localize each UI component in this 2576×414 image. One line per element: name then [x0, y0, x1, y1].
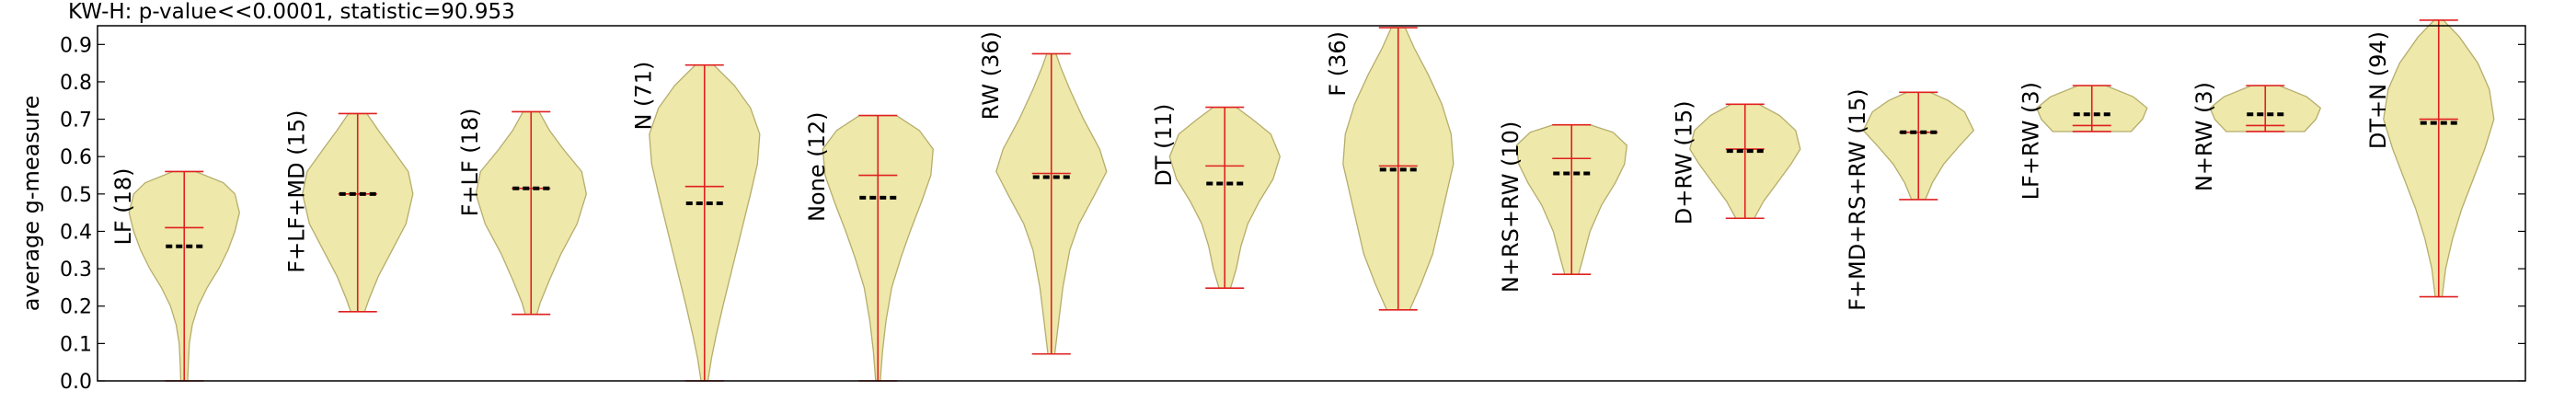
group-label: N+RW (3) — [2191, 82, 2217, 191]
y-tick-label: 0.6 — [60, 146, 92, 169]
y-tick-label: 0.5 — [60, 184, 92, 207]
y-tick-label: 0.1 — [60, 333, 92, 356]
y-axis: 0.0 0.1 0.2 0.3 0.4 0.5 0.6 0.7 0.8 0.9 — [60, 34, 2525, 394]
violin-group-container — [128, 19, 2495, 382]
plot-frame — [97, 25, 2526, 382]
group-label: DT (11) — [1151, 104, 1177, 187]
y-tick-label: 0.4 — [60, 221, 92, 244]
y-tick-label: 0.9 — [60, 34, 92, 57]
y-tick-label: 0.7 — [60, 109, 92, 132]
group-label: None (12) — [804, 112, 830, 223]
group-label: N (71) — [631, 62, 657, 131]
group-label: N+RS+RW (10) — [1498, 121, 1524, 293]
group-label: F+MD+RS+RW (15) — [1845, 88, 1870, 311]
y-tick-label: 0.8 — [60, 72, 92, 95]
group-label: LF (18) — [110, 167, 136, 245]
group-label: F+LF+MD (15) — [284, 109, 310, 272]
group-label: F (36) — [1325, 31, 1351, 97]
group-label: DT+N (94) — [2365, 31, 2391, 149]
group-label: RW (36) — [978, 31, 1004, 120]
group-label: LF+RW (3) — [2018, 82, 2044, 200]
chart-title: KW-H: p-value<<0.0001, statistic=90.953 — [68, 0, 515, 24]
group-labels: LF (18) F+LF+MD (15) F+LF (18) N (71) None (… — [110, 31, 2391, 311]
group-label: D+RW (15) — [1672, 100, 1697, 224]
group-label: F+LF (18) — [457, 108, 483, 216]
y-tick-label: 0.2 — [60, 296, 92, 319]
y-axis-label: average g-measure — [18, 96, 44, 311]
y-tick-label: 0.3 — [60, 259, 92, 282]
y-tick-label: 0.0 — [60, 371, 92, 394]
